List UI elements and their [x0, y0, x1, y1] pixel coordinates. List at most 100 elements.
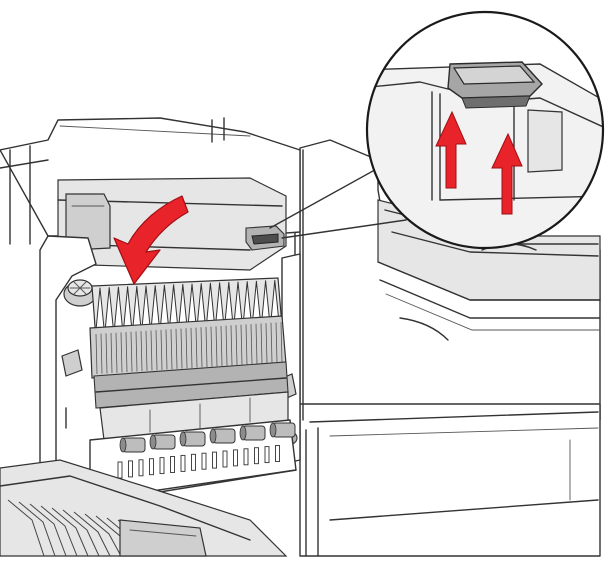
fuser-rib [225, 325, 228, 366]
comb-tooth [159, 457, 165, 475]
fuser-rib [240, 324, 243, 365]
paper-guide-comb [117, 445, 280, 479]
fuser-fin [242, 281, 252, 324]
fuser-fin [251, 280, 261, 324]
fuser-rib [230, 325, 233, 366]
fuser-rib [120, 332, 123, 373]
feed-roller [239, 425, 266, 441]
fuser-rib [245, 324, 248, 365]
fuser-rib [155, 330, 158, 371]
fuser-rib [190, 327, 193, 368]
comb-tooth [138, 459, 144, 477]
comb-tooth [222, 450, 228, 468]
fuser-rib [260, 323, 263, 364]
feed-roller [179, 431, 206, 447]
fuser-fin [233, 281, 243, 325]
fuser-rib [125, 332, 128, 373]
door-ridge [84, 513, 122, 557]
fuser-rib [270, 322, 273, 363]
fuser-rib [180, 328, 183, 369]
comb-tooth [201, 452, 207, 470]
fuser-access-door [57, 177, 287, 271]
comb-tooth [243, 448, 249, 466]
fuser-rib [265, 323, 268, 364]
comb-tooth [117, 461, 123, 479]
door-ridge [51, 507, 89, 557]
feed-roller [149, 434, 176, 450]
comb-tooth [264, 446, 270, 464]
comb-tooth [233, 449, 238, 467]
comb-tooth [128, 460, 133, 478]
fuser-fin [224, 281, 234, 325]
comb-tooth [254, 447, 259, 465]
fuser-fins [95, 279, 280, 331]
fuser-fin [205, 282, 215, 326]
fuser-rib [210, 326, 213, 367]
feed-roller [119, 437, 146, 453]
up-arrow-icon [491, 132, 523, 215]
feed-rollers [119, 422, 296, 453]
fuser-fin [261, 280, 271, 323]
up-arrow-icon [435, 110, 467, 189]
fuser-fin [178, 283, 188, 327]
fuser-rib [275, 322, 278, 363]
fuser-assembly [89, 277, 289, 441]
fuser-ribs [95, 322, 283, 375]
comb-tooth [170, 456, 175, 473]
fuser-rib [115, 332, 118, 373]
comb-tooth [191, 453, 196, 471]
fuser-rib [135, 331, 138, 372]
fuser-rib [195, 327, 198, 368]
fuser-fin [113, 286, 123, 330]
fuser-rib [235, 325, 238, 366]
comb-tooth [212, 451, 217, 469]
door-ridge [7, 499, 45, 557]
door-ridge [73, 511, 111, 557]
detail-zoom-callout [365, 10, 605, 250]
fuser-rib [110, 333, 113, 374]
fuser-rib [220, 325, 223, 367]
fuser-rib [140, 331, 143, 372]
fuser-rib [145, 330, 148, 371]
door-ridge [18, 501, 56, 557]
door-latch-handle-detail [447, 61, 543, 109]
fuser-fin [132, 285, 142, 329]
fuser-fin [104, 287, 114, 330]
fuser-rib [185, 328, 188, 369]
fuser-rib [160, 329, 163, 370]
fuser-rib [150, 330, 153, 371]
fuser-rib [215, 326, 218, 367]
fuser-rib [280, 322, 283, 363]
paper-path-rollers [89, 419, 297, 501]
fuser-rib [175, 328, 178, 369]
lower-duplex-door [0, 459, 288, 557]
fuser-fin [95, 287, 105, 331]
fuser-rib [95, 333, 98, 375]
callout-leader [269, 165, 407, 239]
comb-tooth [149, 458, 154, 476]
feed-roller [269, 422, 296, 438]
door-ridge [40, 505, 78, 557]
printer-side-body [294, 139, 601, 557]
fuser-fin [141, 285, 151, 329]
fuser-fin [159, 284, 169, 328]
fuser-rib [100, 333, 103, 374]
fuser-fin [169, 284, 179, 327]
fuser-rib [205, 326, 208, 367]
fuser-fin [123, 286, 133, 329]
fuser-fin [187, 283, 197, 327]
fuser-rib [255, 323, 258, 364]
fuser-fin [196, 283, 206, 326]
fuser-rib [200, 327, 203, 368]
fuser-fin [150, 285, 160, 328]
fuser-fin [270, 279, 280, 323]
curved-down-arrow-icon [113, 195, 189, 285]
fuser-rib [105, 333, 108, 374]
comb-tooth [275, 445, 280, 462]
fuser-rib [130, 331, 133, 372]
comb-tooth [180, 454, 186, 472]
door-ridge [62, 509, 100, 557]
door-ridge [29, 503, 67, 557]
fuser-rib [170, 329, 173, 370]
fuser-fin [215, 282, 225, 325]
